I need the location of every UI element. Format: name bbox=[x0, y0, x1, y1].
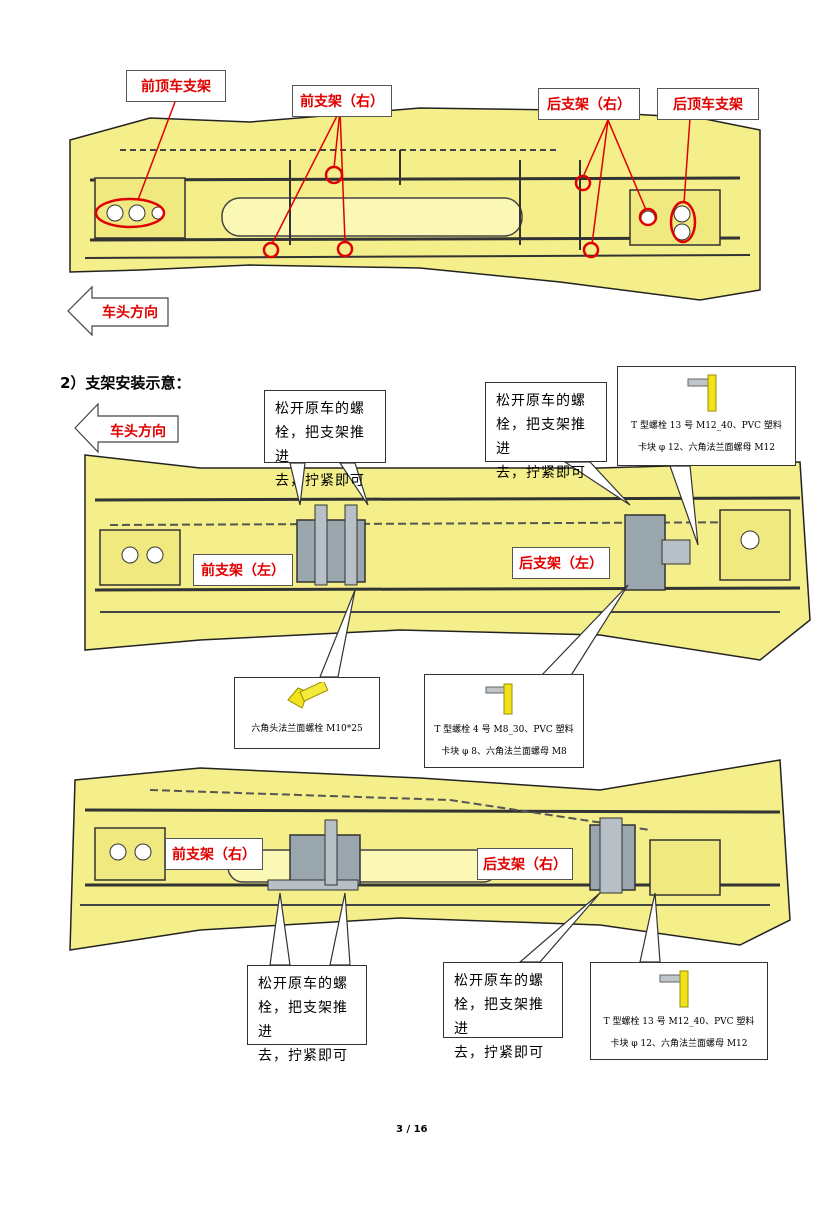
label-front-bracket-left: 前支架（左） bbox=[193, 554, 293, 586]
callout-line: 松开原车的螺 bbox=[496, 393, 586, 409]
part-box-hex-bolt: 六角头法兰面螺栓 M10*25 bbox=[234, 677, 380, 749]
page-number: 3 / 16 bbox=[396, 1124, 428, 1135]
part-spec-line: 卡块 φ 12、六角法兰面螺母 M12 bbox=[610, 1039, 748, 1049]
label-rear-bracket-right-bottom: 后支架（右） bbox=[477, 848, 573, 880]
label-front-bracket-right-top: 前支架（右） bbox=[292, 85, 392, 117]
install-callout-bottom-right: 松开原车的螺 栓，把支架推进 去，拧紧即可 bbox=[443, 962, 563, 1061]
hex-bolt-icon bbox=[287, 682, 329, 709]
label-rear-bracket-right-top: 后支架（右） bbox=[538, 88, 640, 120]
callout-line: 栓，把支架推进 bbox=[258, 1000, 348, 1040]
label-rear-roof-bracket: 后顶车支架 bbox=[657, 88, 759, 120]
chassis-image-3 bbox=[69, 759, 791, 966]
callout-line: 松开原车的螺 bbox=[275, 401, 365, 417]
install-callout-right: 松开原车的螺 栓，把支架推进 去，拧紧即可 bbox=[485, 382, 607, 481]
callout-line: 松开原车的螺 bbox=[454, 973, 544, 989]
chassis-image-1 bbox=[67, 101, 761, 337]
chassis-image-2 bbox=[74, 402, 811, 678]
callout-line: 栓，把支架推进 bbox=[454, 997, 544, 1037]
part-box-t-bolt-m8: T 型螺栓 4 号 M8_30、PVC 塑料 卡块 φ 8、六角法兰面螺母 M8 bbox=[424, 674, 584, 768]
callout-line: 去，拧紧即可 bbox=[496, 465, 586, 481]
t-bolt-icon bbox=[659, 970, 689, 1008]
label-rear-bracket-left: 后支架（左） bbox=[512, 547, 610, 579]
part-spec-line: 六角头法兰面螺栓 M10*25 bbox=[251, 724, 363, 734]
label-front-bracket-right-bottom: 前支架（右） bbox=[165, 838, 263, 870]
part-box-bottom-right: T 型螺栓 13 号 M12_40、PVC 塑料 卡块 φ 12、六角法兰面螺母… bbox=[590, 962, 768, 1060]
callout-line: 松开原车的螺 bbox=[258, 976, 348, 992]
callout-line: 去，拧紧即可 bbox=[275, 473, 365, 489]
install-callout-bottom-left: 松开原车的螺 栓，把支架推进 去，拧紧即可 bbox=[247, 965, 367, 1064]
install-callout-left: 松开原车的螺 栓，把支架推进 去，拧紧即可 bbox=[264, 390, 386, 489]
direction-label-1: 车头方向 bbox=[102, 305, 158, 321]
part-spec-line: 卡块 φ 8、六角法兰面螺母 M8 bbox=[441, 747, 567, 757]
label-front-roof-bracket: 前顶车支架 bbox=[126, 70, 226, 102]
part-spec-line: 卡块 φ 12、六角法兰面螺母 M12 bbox=[637, 443, 775, 453]
callout-line: 栓，把支架推进 bbox=[496, 417, 586, 457]
part-spec-line: T 型螺栓 13 号 M12_40、PVC 塑料 bbox=[631, 421, 782, 431]
part-spec-line: T 型螺栓 13 号 M12_40、PVC 塑料 bbox=[603, 1017, 755, 1027]
section-title: 2）支架安装示意： bbox=[60, 374, 191, 392]
t-bolt-icon bbox=[687, 374, 716, 412]
t-bolt-icon bbox=[485, 683, 513, 715]
callout-line: 去，拧紧即可 bbox=[454, 1045, 544, 1061]
part-spec-line: T 型螺栓 4 号 M8_30、PVC 塑料 bbox=[434, 725, 574, 735]
direction-label-2: 车头方向 bbox=[110, 424, 166, 440]
part-box-top-right: T 型螺栓 13 号 M12_40、PVC 塑料 卡块 φ 12、六角法兰面螺母… bbox=[617, 366, 796, 466]
callout-line: 去，拧紧即可 bbox=[258, 1048, 348, 1064]
callout-line: 栓，把支架推进 bbox=[275, 425, 365, 465]
